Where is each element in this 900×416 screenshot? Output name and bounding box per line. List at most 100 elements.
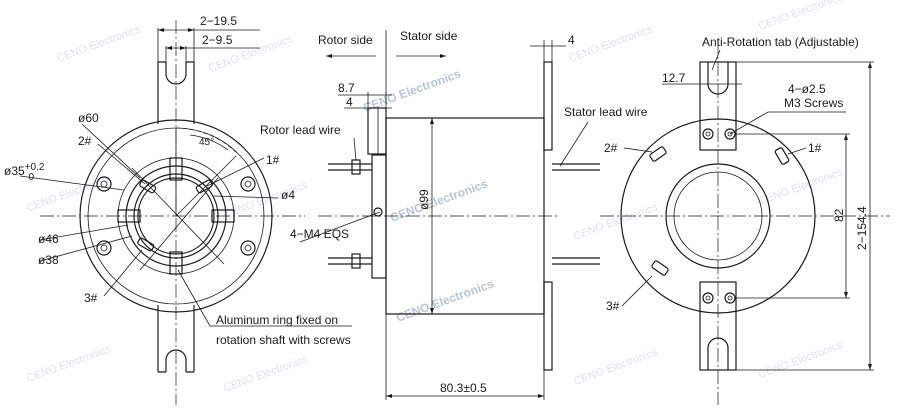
m3-screw-center xyxy=(705,295,711,301)
stator-side-label: Stator side xyxy=(400,29,458,43)
dim-arrows xyxy=(166,46,186,50)
dim-154-label: 2−154.4 xyxy=(855,206,869,250)
screw-slot-right xyxy=(211,209,235,223)
mounting-hole xyxy=(96,176,112,192)
aluminum-label-line1: Aluminum ring fixed on xyxy=(216,313,338,327)
terminal-1 xyxy=(195,179,213,194)
m3-screw xyxy=(702,128,714,140)
leader-1-right xyxy=(787,147,807,155)
leader-2-right xyxy=(623,147,653,153)
watermark-layer: CENO Electronics CENO Electronics CENO E… xyxy=(25,0,845,395)
watermark: CENO Electronics xyxy=(757,0,845,33)
watermark: CENO Electronics xyxy=(222,179,310,221)
dim-99-label: ø99 xyxy=(417,189,431,210)
stator-terminal-3 xyxy=(651,260,669,276)
rotor-lead-wire-label: Rotor lead wire xyxy=(260,123,341,137)
leader-1 xyxy=(206,157,265,187)
m3-screw-center xyxy=(705,131,711,137)
tab-slot-bottom xyxy=(707,337,729,370)
watermark: CENO Electronics xyxy=(572,201,660,243)
terminal-2 xyxy=(139,179,157,194)
marker-3-left: 3# xyxy=(84,291,98,305)
wire-sleeve xyxy=(351,159,361,175)
leader-60 xyxy=(81,123,141,179)
diameter-diagonal xyxy=(131,167,225,265)
leader-aluminum xyxy=(177,269,352,327)
bottom-tab-slot xyxy=(165,349,187,372)
mounting-hole xyxy=(96,240,112,256)
leader-3 xyxy=(103,249,143,297)
dim-9-5-label: 2−9.5 xyxy=(202,33,233,47)
dim-19-5-label: 2−19.5 xyxy=(200,14,237,28)
screw-slot-bottom xyxy=(169,251,183,275)
anti-rotation-tab-top xyxy=(699,61,737,151)
diameter-diagonal xyxy=(139,177,219,271)
stator-bore-outer xyxy=(665,163,771,269)
dim-4-hole-label: ø4 xyxy=(281,188,295,202)
leader-46 xyxy=(39,224,129,241)
flange-top xyxy=(543,61,553,151)
angle-45-label: 45° xyxy=(199,137,214,148)
marker-1-left: 1# xyxy=(266,153,280,167)
m4-screw xyxy=(373,207,383,217)
angle-radial xyxy=(175,155,237,217)
leader-anti-rotation xyxy=(711,49,721,71)
side-view: Rotor side Stator side 8.7 xyxy=(260,29,648,400)
dim-12-7-label: 12.7 xyxy=(662,71,686,85)
tab-slot-top xyxy=(707,62,729,95)
marker-3-right: 3# xyxy=(606,299,620,313)
watermark: CENO Electronics xyxy=(757,339,845,381)
mounting-hole xyxy=(240,176,256,192)
leader-stator-wire xyxy=(559,121,589,167)
dim-38-label: ø38 xyxy=(38,253,59,267)
terminal-3 xyxy=(137,237,155,252)
mounting-hole-center xyxy=(244,180,252,188)
m3-screw xyxy=(724,128,736,140)
top-tab-slot xyxy=(165,62,187,85)
dim-82-label: 82 xyxy=(832,208,846,222)
aluminum-label-line2: rotation shaft with screws xyxy=(216,333,351,347)
m3-screws-label: M3 Screws xyxy=(784,96,843,110)
anti-rotation-label: Anti-Rotation tab (Adjustable) xyxy=(702,35,859,49)
screw-slot-left xyxy=(117,209,141,223)
bottom-mounting-tab xyxy=(157,305,195,373)
m3-screw xyxy=(702,292,714,304)
watermark: CENO Electronics xyxy=(55,23,143,65)
watermark: CENO Electronics xyxy=(25,343,113,385)
leader-3-right xyxy=(621,275,653,307)
m3-screw xyxy=(724,292,736,304)
stator-outer-circle xyxy=(620,118,816,314)
angle-arc xyxy=(189,134,229,151)
watermark: CENO Electronics xyxy=(567,23,655,65)
watermark: CENO Electronics xyxy=(394,276,496,324)
rotor-side-label: Rotor side xyxy=(318,33,373,47)
rotor-plate xyxy=(371,154,387,279)
top-mounting-tab xyxy=(157,61,195,124)
flange-bottom xyxy=(543,281,553,371)
stator-lead-wire-label: Stator lead wire xyxy=(564,105,648,119)
right-rear-view: 12.7 Anti-Rotation tab (Adjustable) 4−ø2… xyxy=(600,35,890,405)
watermark: CENO Electronics xyxy=(222,353,310,395)
rotor-arrow xyxy=(326,54,332,58)
marker-1-right: 1# xyxy=(808,141,822,155)
m3-screw-center xyxy=(727,131,733,137)
leader-4 xyxy=(213,195,279,199)
m4-eqs-label: 4−M4 EQS xyxy=(290,227,349,241)
stator-arrow xyxy=(440,54,446,58)
dim-4-side-label: 4 xyxy=(346,95,353,109)
leader-38 xyxy=(39,235,133,262)
flange-outer-circle xyxy=(79,119,273,313)
mounting-hole-center xyxy=(244,244,252,252)
leader-m3 xyxy=(729,111,846,135)
rotor-hub-top xyxy=(367,107,387,155)
dim-60-label: ø60 xyxy=(78,111,99,125)
mounting-hole-center xyxy=(100,244,108,252)
stator-terminal-2 xyxy=(649,146,667,162)
anti-rotation-tab-bottom xyxy=(699,281,737,371)
leader-m4 xyxy=(299,211,381,243)
marker-2-right: 2# xyxy=(604,141,618,155)
marker-2-left: 2# xyxy=(78,134,92,148)
